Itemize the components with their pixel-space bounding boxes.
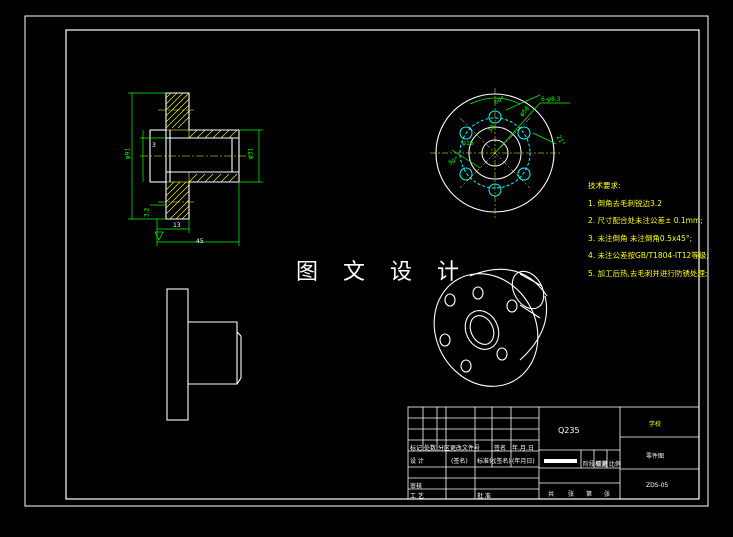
drawing-no-label: ZDS-05: [646, 482, 669, 489]
tb-label-zone: 分区: [438, 445, 451, 452]
tb-label-change: 更改文件号: [450, 445, 481, 452]
side-view: [166, 288, 242, 421]
tb-std: 标准化: [477, 458, 496, 465]
tb-label-sign: 签名: [494, 445, 507, 452]
sheet-unit-1: 张: [568, 491, 575, 498]
front-dimensions: [451, 94, 570, 169]
dim-od-right: φ31: [247, 147, 255, 160]
dim-holes: 6-φ8.3: [541, 96, 561, 103]
note-5: 5. 加工后热,去毛刺并进行防锈处理;: [588, 268, 708, 278]
tb-check: 审核: [410, 483, 423, 490]
sheet-current: 第: [586, 491, 593, 498]
tb-sign-placeholder: (签名): [451, 458, 468, 465]
tb-design: 设 计: [410, 458, 424, 465]
front-view: [430, 88, 570, 218]
stage-mark: 阶段标记: [583, 461, 608, 468]
hatch-bottom: [165, 171, 240, 220]
section-view: [128, 92, 263, 246]
note-4: 4. 未注公差按GB/T1804-IT12等级;: [588, 251, 709, 260]
note-3: 3. 未注倒角 未注倒角0.5x45°;: [588, 233, 693, 243]
material-label: Q235: [558, 426, 580, 435]
isometric-view: [433, 268, 548, 387]
dim-chamfer-angle: 3.2: [143, 207, 151, 218]
section-centerlines: [140, 109, 250, 203]
org-label: 学校: [649, 421, 662, 428]
note-1: 1. 倒角去毛刺锐边3.2: [588, 198, 662, 208]
hatch-top: [165, 92, 240, 139]
progress-bar-mark: [544, 459, 577, 463]
tb-sign-placeholder-2: (签名): [494, 458, 511, 465]
stage-scale: 比例: [609, 461, 622, 468]
dim-inner-small: φ16: [462, 140, 474, 147]
title-block: [407, 406, 700, 500]
tb-label-mark: 标记: [410, 445, 423, 452]
sheet-total: 共: [548, 491, 555, 498]
dim-od-left: φ91: [124, 147, 132, 160]
inner-frame: [65, 29, 700, 500]
tb-approve: 批 准: [477, 493, 491, 500]
dim-length: 45: [196, 238, 204, 245]
sheet-unit-2: 张: [604, 491, 611, 498]
tb-date-placeholder: (年月日): [512, 458, 535, 465]
tb-process: 工 艺: [410, 493, 424, 500]
dim-chamfer: 3: [152, 142, 156, 149]
outer-frame: [24, 15, 709, 507]
tb-label-count: 处数: [424, 445, 437, 452]
part-name-label: 零件图: [646, 453, 665, 460]
dim-flange-thickness: 13: [173, 222, 181, 229]
stage-weight: 重量: [596, 461, 609, 468]
notes-title: 技术要求:: [588, 181, 621, 190]
technical-notes: 技术要求: 1. 倒角去毛刺锐边3.2 2. 尺寸配合处未注公差± 0.1mm;…: [588, 177, 709, 282]
tb-label-date: 年.月.日: [512, 445, 534, 452]
section-dimensions: [128, 92, 263, 246]
note-2: 2. 尺寸配合处未注公差± 0.1mm;: [588, 216, 703, 225]
watermark-text: 图 文 设 计: [296, 260, 468, 285]
